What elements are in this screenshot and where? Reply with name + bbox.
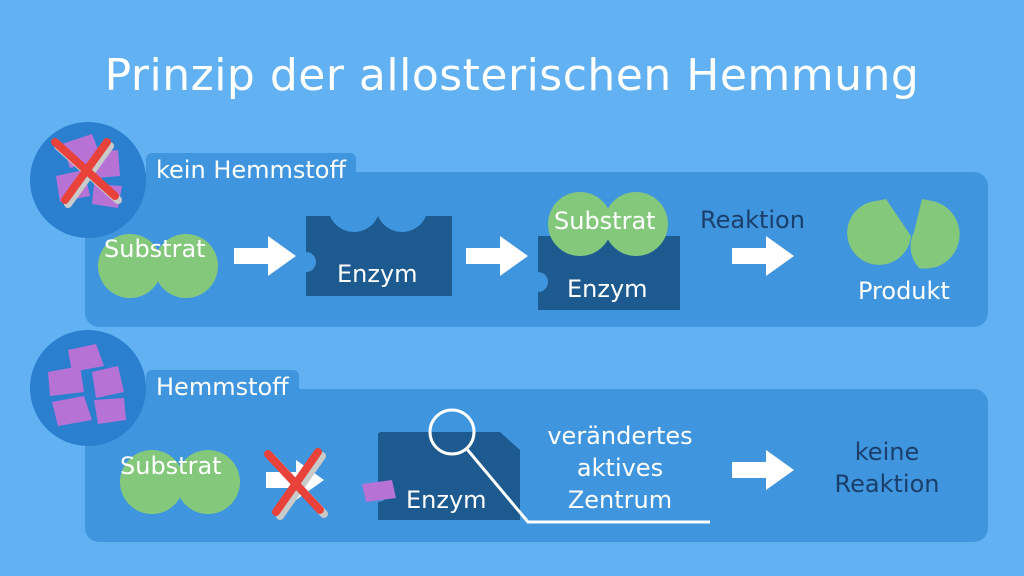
bound-inhibitor-shape: [362, 480, 396, 502]
substrate-shape-bottom: [120, 450, 240, 514]
substrate-label-bottom: Substrat: [120, 452, 222, 480]
complex-substrate-shape: [548, 192, 668, 256]
changed-site-line-1: verändertes: [547, 422, 693, 450]
arrow-icon: [234, 236, 296, 276]
arrow-icon: [732, 450, 794, 490]
enzyme-label-bottom: Enzym: [406, 486, 487, 514]
changed-active-site-label: verändertes aktives Zentrum: [532, 420, 708, 516]
complex-substrate-label: Substrat: [554, 207, 656, 235]
tab-inhibitor: Hemmstoff: [146, 370, 299, 406]
changed-site-line-3: Zentrum: [567, 486, 673, 514]
reaction-label: Reaktion: [700, 206, 805, 234]
inhibitor-icon: [48, 344, 126, 426]
blocked-arrow-icon: [264, 448, 328, 520]
pointer-line: [464, 447, 710, 524]
arrow-icon: [466, 236, 528, 276]
page-title: Prinzip der allosterischen Hemmung: [104, 50, 920, 101]
tab-no-inhibitor: kein Hemmstoff: [146, 153, 357, 189]
crossed-inhibitor-icon: [51, 134, 122, 208]
product-shape: [847, 199, 960, 269]
substrate-label-top: Substrat: [104, 235, 206, 263]
enzyme-shape-bottom: [378, 432, 520, 520]
arrow-icon: [732, 236, 794, 276]
enzyme-shape-top: [306, 216, 452, 296]
no-reaction-label: keine Reaktion: [820, 436, 954, 500]
changed-site-marker: [428, 408, 476, 456]
complex-enzyme-label: Enzym: [567, 275, 648, 303]
no-reaction-line-1: keine: [854, 438, 920, 466]
changed-site-line-2: aktives: [576, 454, 664, 482]
panel-inhibitor: [85, 389, 988, 542]
product-label: Produkt: [858, 277, 950, 305]
substrate-shape-top: [98, 234, 218, 298]
no-reaction-line-2: Reaktion: [834, 470, 940, 498]
enzyme-label-top: Enzym: [337, 260, 418, 288]
